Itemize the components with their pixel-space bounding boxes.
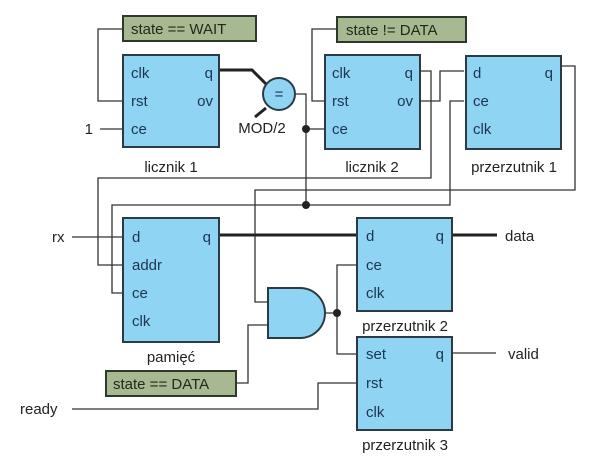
condition-state-not-data: state != DATA	[336, 16, 467, 43]
wire-licznik1-q	[220, 68, 268, 86]
port-clk: clk	[473, 121, 492, 138]
wire-licznik2-q-addr	[97, 70, 432, 266]
port-ce: ce	[473, 93, 489, 110]
comparator: = MOD/2	[238, 77, 296, 137]
block-licznik-1: clk rst ce q ov licznik 1	[122, 54, 220, 176]
port-ce: ce	[131, 121, 147, 138]
port-addr: addr	[132, 257, 162, 274]
signal-rx: rx	[52, 229, 65, 246]
block-label: przerzutnik 1	[471, 159, 557, 176]
port-d: d	[132, 229, 140, 246]
block-przerzutnik-3: set rst clk q przerzutnik 3	[356, 336, 453, 454]
condition-text: state != DATA	[346, 22, 438, 39]
block-label: licznik 1	[144, 159, 197, 176]
wire-mod2	[254, 106, 267, 119]
block-przerzutnik-1: d ce clk q przerzutnik 1	[465, 55, 562, 176]
port-q: q	[405, 65, 413, 82]
port-set: set	[366, 346, 387, 363]
mod2-label: MOD/2	[238, 120, 286, 137]
port-clk: clk	[366, 404, 385, 421]
block-label: pamięć	[147, 349, 196, 366]
signal-ready: ready	[20, 401, 58, 418]
port-ce: ce	[366, 257, 382, 274]
wire-and-out	[326, 264, 356, 314]
port-clk: clk	[132, 313, 151, 330]
condition-text: state == DATA	[113, 376, 209, 393]
block-licznik-2: clk rst ce q ov licznik 2	[324, 54, 421, 176]
block-label: przerzutnik 2	[362, 318, 448, 335]
port-clk: clk	[366, 285, 385, 302]
equals-symbol: =	[275, 86, 284, 103]
and-gate	[267, 287, 326, 339]
block-pamiec: d addr ce clk q pamięć	[122, 217, 220, 366]
junction-dot	[302, 201, 310, 209]
port-ce: ce	[332, 121, 348, 138]
port-q: q	[545, 65, 553, 82]
junction-dot	[333, 309, 341, 317]
condition-state-data: state == DATA	[105, 370, 237, 397]
port-rst: rst	[131, 93, 148, 110]
port-clk: clk	[332, 65, 351, 82]
junction-dot	[302, 125, 310, 133]
wire-ce-bus	[111, 100, 464, 294]
block-label: przerzutnik 3	[362, 437, 448, 454]
port-d: d	[366, 228, 374, 245]
port-q: q	[205, 65, 213, 82]
port-clk: clk	[131, 65, 150, 82]
wire-ov-d	[420, 70, 464, 102]
port-rst: rst	[366, 375, 383, 392]
wire-p1q-and	[254, 65, 576, 303]
signal-valid: valid	[508, 346, 539, 363]
wire-notdata-rst	[311, 28, 336, 102]
block-label: licznik 2	[345, 159, 398, 176]
signal-data: data	[505, 228, 535, 245]
port-q: q	[436, 346, 444, 363]
port-d: d	[473, 65, 481, 82]
port-q: q	[203, 229, 211, 246]
condition-state-wait: state == WAIT	[122, 15, 257, 42]
wire-ready	[72, 382, 356, 410]
port-ov: ov	[397, 93, 413, 110]
wire-and-set	[336, 313, 356, 355]
condition-text: state == WAIT	[131, 21, 226, 38]
port-q: q	[436, 228, 444, 245]
wire-wait-rst	[97, 28, 122, 102]
wire-compare-out	[296, 93, 307, 205]
block-przerzutnik-2: d ce clk q przerzutnik 2	[356, 217, 453, 335]
port-ce: ce	[132, 285, 148, 302]
const-one-label: 1	[85, 121, 93, 138]
port-ov: ov	[197, 93, 213, 110]
port-rst: rst	[332, 93, 349, 110]
wire-data-and	[236, 324, 268, 384]
